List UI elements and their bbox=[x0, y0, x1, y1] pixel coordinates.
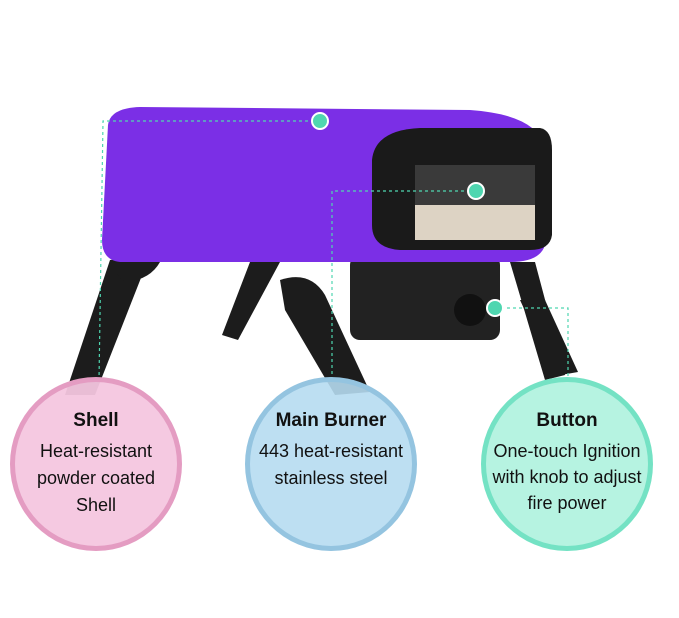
callout-button: Button One-touch Ignition with knob to a… bbox=[481, 377, 653, 551]
callout-description: Heat-resistant powder coated Shell bbox=[36, 441, 156, 515]
oven-legs bbox=[65, 248, 578, 395]
pizza-stone bbox=[415, 205, 535, 240]
callout-title: Shell bbox=[73, 410, 119, 431]
callout-markers bbox=[311, 112, 504, 317]
callout-main-burner: Main Burner 443 heat-resistant stainless… bbox=[245, 377, 417, 551]
callout-title: Button bbox=[536, 410, 598, 431]
ignition-knob bbox=[454, 294, 486, 326]
callout-title: Main Burner bbox=[275, 410, 387, 431]
callout-shell: Shell Heat-resistant powder coated Shell bbox=[10, 377, 182, 551]
callout-description: 443 heat-resistant stainless steel bbox=[258, 441, 404, 488]
callout-lines bbox=[98, 120, 569, 381]
callout-description: One-touch Ignition with knob to adjust f… bbox=[492, 441, 642, 513]
